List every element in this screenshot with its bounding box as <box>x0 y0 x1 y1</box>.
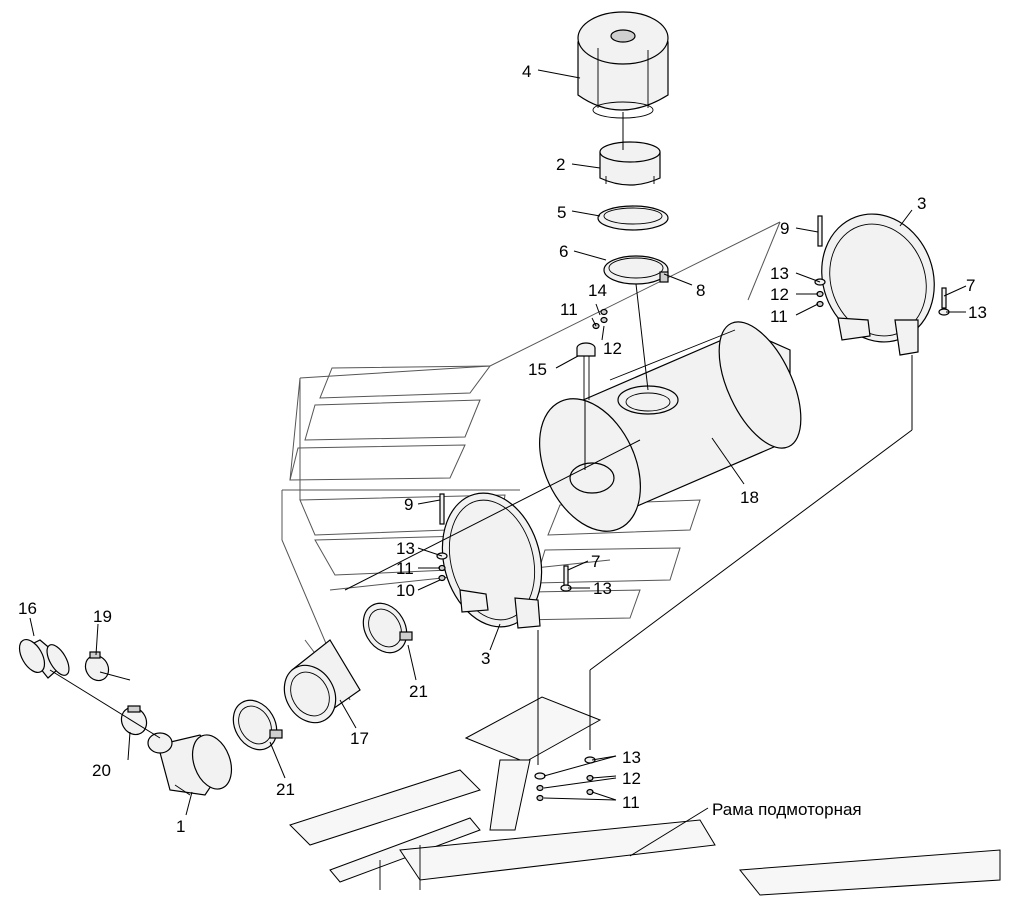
callout-16: 16 <box>18 599 37 618</box>
callout-2: 2 <box>556 155 565 174</box>
callout-3-top: 3 <box>917 194 926 213</box>
part-1-elbow <box>147 732 233 796</box>
callout-11-d: 11 <box>622 793 640 812</box>
frame-label: Рама подмоторная <box>712 800 862 819</box>
callout-13-b: 13 <box>968 303 987 322</box>
callouts: 4 2 5 6 8 14 11 12 15 18 3 9 13 12 11 7 … <box>18 62 987 836</box>
callout-19: 19 <box>93 607 112 626</box>
callout-9-top: 9 <box>780 219 789 238</box>
part-18-filter-housing <box>539 321 802 532</box>
part-21-clamp-lower <box>232 699 283 751</box>
callout-9-left: 9 <box>404 495 413 514</box>
callout-18: 18 <box>740 488 759 507</box>
callout-12-c: 12 <box>622 769 641 788</box>
callout-8: 8 <box>696 281 705 300</box>
part-3-bracket-right <box>821 213 935 356</box>
callout-13-a: 13 <box>770 264 789 283</box>
part-5-seal-ring <box>597 205 669 231</box>
callout-10: 10 <box>396 581 415 600</box>
callout-7-right: 7 <box>966 276 975 295</box>
part-15-indicator <box>576 342 596 400</box>
callout-17: 17 <box>350 729 369 748</box>
part-21-clamp-upper <box>362 602 413 654</box>
part-6-clamp <box>603 255 669 285</box>
callout-6: 6 <box>559 242 568 261</box>
callout-12-a: 12 <box>603 339 622 358</box>
callout-7-mid: 7 <box>591 552 600 571</box>
callout-13-e: 13 <box>622 748 641 767</box>
callout-21-upper: 21 <box>409 682 428 701</box>
callout-21-lower: 21 <box>276 780 295 799</box>
callout-13-c: 13 <box>396 539 415 558</box>
part-16-inlet-pipe <box>18 639 70 679</box>
callout-11-b: 11 <box>770 307 788 326</box>
callout-4: 4 <box>522 62 531 81</box>
part-3-bracket-left <box>441 492 543 629</box>
leader-lines <box>29 69 967 857</box>
hardware-group <box>436 215 950 802</box>
part-4-precleaner <box>577 11 669 119</box>
part-19-clamp <box>84 651 110 682</box>
part-2-sleeve <box>599 141 661 186</box>
callout-12-b: 12 <box>770 285 789 304</box>
callout-15: 15 <box>528 360 547 379</box>
subframe <box>289 696 1001 896</box>
part-17-hose <box>283 639 361 724</box>
callout-13-d: 13 <box>593 579 612 598</box>
callout-5: 5 <box>557 203 566 222</box>
callout-14: 14 <box>588 281 607 300</box>
callout-1: 1 <box>176 817 185 836</box>
callout-11-a: 11 <box>560 300 578 319</box>
part-20-clamp <box>120 705 148 736</box>
callout-3-bottom: 3 <box>481 649 490 668</box>
callout-20: 20 <box>92 761 111 780</box>
callout-11-c: 11 <box>396 559 414 578</box>
